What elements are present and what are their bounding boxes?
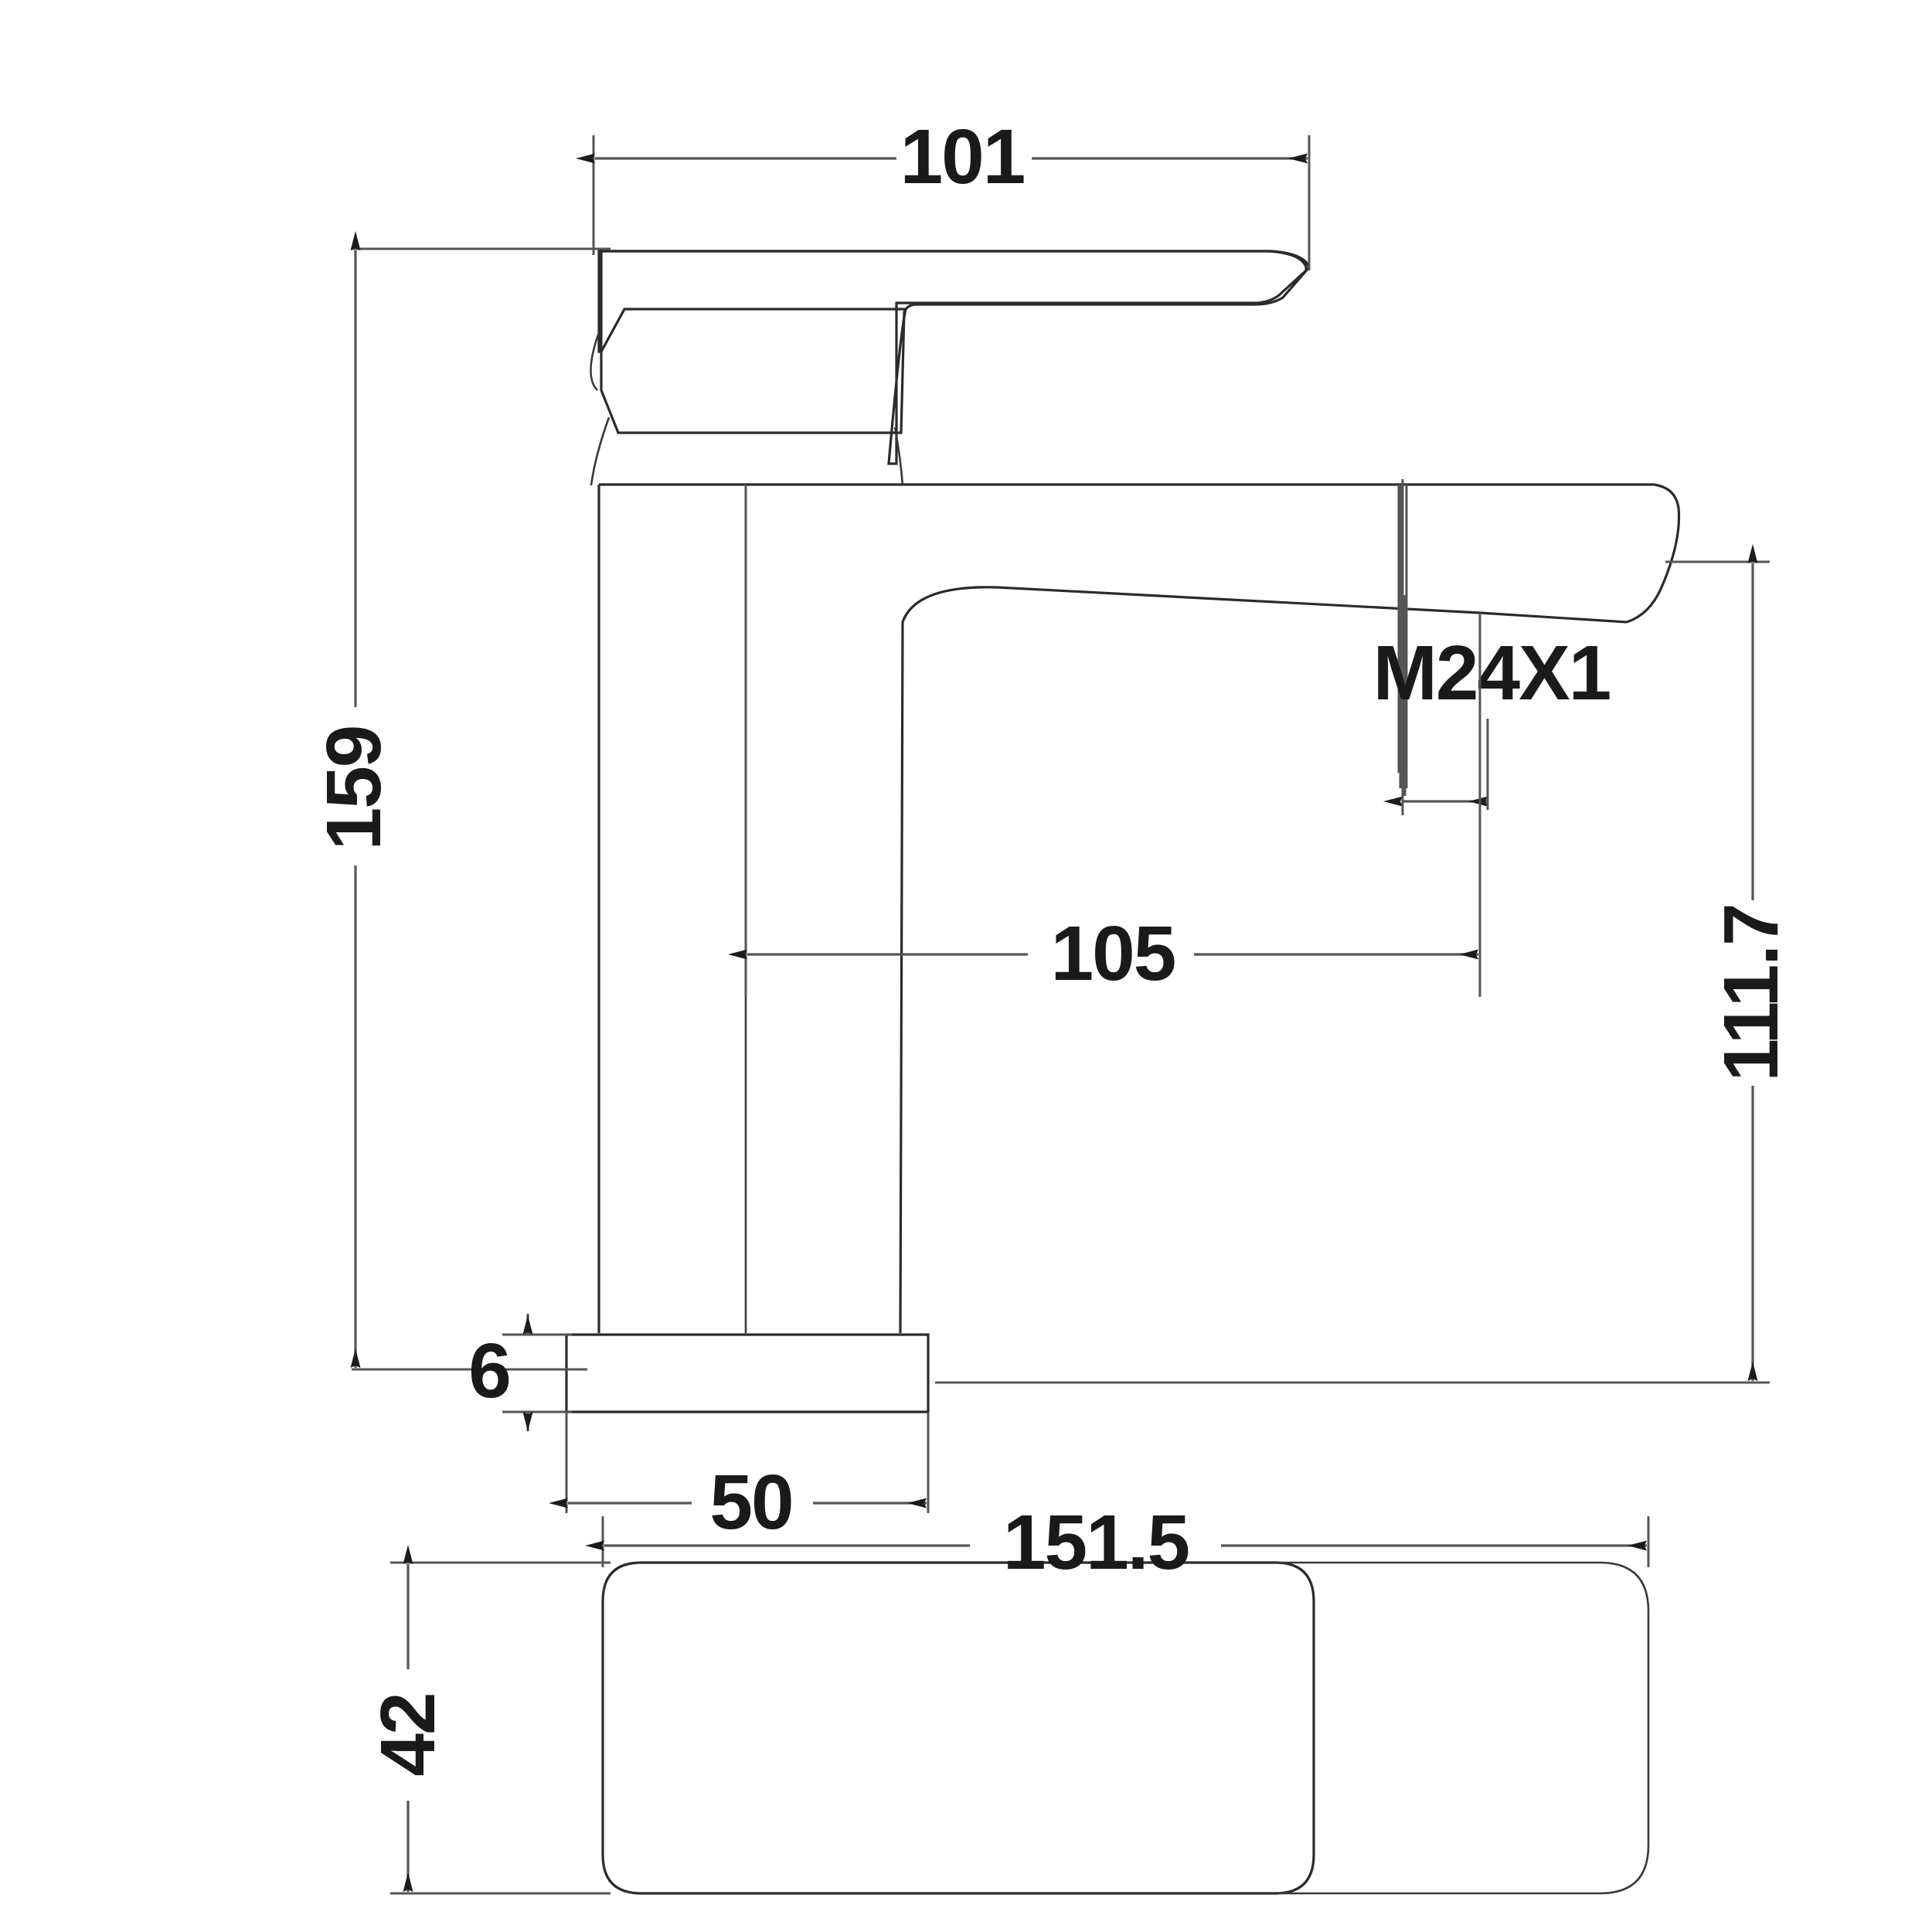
plan-view: [601, 1561, 1650, 1895]
dimension-label-111-7: 111.7: [1708, 904, 1794, 1081]
dimension-label-159: 159: [311, 726, 397, 851]
dimension-label-42: 42: [365, 1693, 451, 1776]
dimension-label-101: 101: [900, 114, 1025, 200]
dimension-6: 6: [468, 1314, 572, 1431]
side-elevation-view: [565, 250, 1681, 1413]
dimension-105: 105: [728, 485, 1481, 997]
dimension-label-m24x1: M24X1: [1373, 630, 1611, 716]
base-plate-outline: [565, 1333, 930, 1413]
dimension-42: 42: [365, 1545, 611, 1895]
dimension-151-5: 151.5: [585, 1499, 1650, 1586]
dimension-label-151-5: 151.5: [1003, 1499, 1189, 1586]
dimension-111-7: 111.7: [935, 544, 1794, 1384]
dimension-label-50: 50: [709, 1459, 792, 1546]
lever-handle-outline: [590, 250, 1308, 486]
dimension-101: 101: [576, 114, 1311, 270]
dimension-m24x1: M24X1: [1373, 479, 1611, 815]
dimension-159: 159: [311, 231, 611, 1371]
lever-handle-silhouette: [600, 250, 1311, 434]
faucet-body-and-spout-outline: [597, 483, 1681, 1334]
dimension-label-105: 105: [1051, 910, 1175, 997]
dimension-label-6: 6: [468, 1328, 510, 1414]
dimension-50: 50: [549, 1412, 930, 1546]
